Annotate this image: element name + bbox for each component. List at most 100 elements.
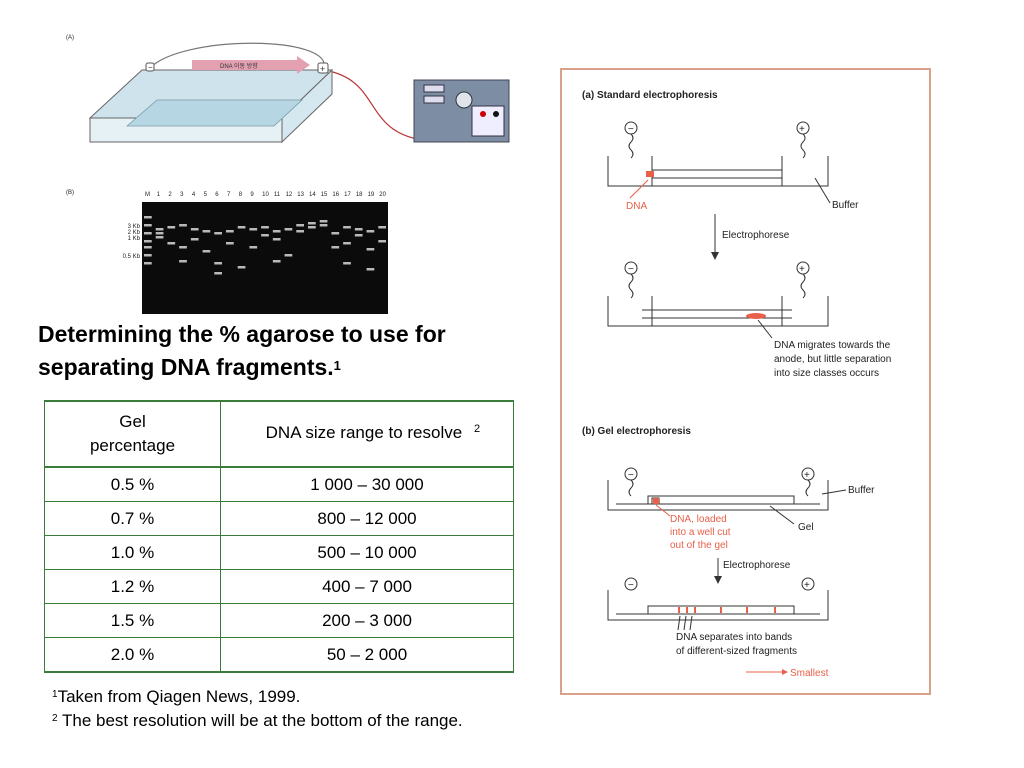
separated-bands: [678, 607, 776, 613]
gel-band: [237, 266, 246, 269]
gel-band: [144, 224, 152, 227]
gel-band: [226, 242, 234, 245]
title-standard: (a) Standard electrophoresis: [582, 90, 718, 101]
table-header-row: Gel percentage DNA size range to resolve…: [44, 400, 514, 468]
gel-band: [249, 246, 258, 249]
gel-band: [261, 234, 269, 237]
lane-label: 12: [285, 192, 293, 198]
dna-spot-start: [646, 171, 654, 177]
gel-band: [155, 228, 164, 231]
loaded-note-1: DNA, loaded: [670, 514, 727, 525]
gel-band: [190, 228, 199, 231]
gel-band: [272, 238, 281, 241]
gel-band: [179, 246, 187, 249]
footnote-2-sup: 2: [52, 713, 58, 724]
gel-band: [261, 226, 269, 229]
gel-band: [284, 228, 293, 231]
svg-text:−: −: [628, 580, 634, 591]
wire-a1-left: [628, 133, 634, 159]
gel-band: [354, 234, 363, 237]
diagram-border: [560, 68, 931, 695]
gel-band: [179, 260, 187, 263]
electrophorese-label-1: Electrophorese: [722, 230, 790, 241]
wire-a1-right: [800, 133, 806, 159]
gel-photo: [142, 202, 388, 314]
gel-apparatus-illustration: − + DNA 이동 방향: [88, 42, 510, 144]
gel-percentage-cell: 2.0 %: [44, 637, 221, 673]
gel-percentage-cell: 0.5 %: [44, 466, 221, 502]
gel-band: [202, 230, 211, 233]
footnote-1-text: Taken from Qiagen News, 1999.: [57, 687, 301, 706]
gel-band: [366, 248, 375, 251]
gel-label: Gel: [798, 522, 814, 533]
dna-leader: [629, 179, 649, 199]
gel-band: [296, 224, 304, 227]
footnote-2: 2 The best resolution will be at the bot…: [52, 709, 463, 733]
svg-text:+: +: [799, 264, 805, 275]
figure-a-label: (A): [66, 35, 74, 41]
table-row: 1.2 %400 – 7 000: [44, 569, 514, 604]
footnote-1: 1Taken from Qiagen News, 1999.: [52, 685, 463, 709]
gel-band: [167, 242, 176, 245]
lane-label: 3: [180, 192, 184, 198]
gel-band: [366, 230, 375, 233]
gel-band: [144, 216, 152, 219]
lane-label: 20: [379, 192, 386, 198]
gel-band: [378, 226, 386, 229]
gel-band: [226, 230, 234, 233]
buffer-label-b: Buffer: [848, 485, 875, 496]
size-range-cell: 800 – 12 000: [220, 501, 514, 536]
gel-setup-after: [607, 590, 829, 621]
loaded-note-3: out of the gel: [670, 540, 728, 551]
gel-band: [331, 246, 340, 249]
size-label: 3 Kb: [127, 224, 140, 230]
svg-text:+: +: [804, 580, 810, 591]
gel-percentage-cell: 0.7 %: [44, 501, 221, 536]
separates-note-2: of different-sized fragments: [676, 646, 797, 657]
lane-label: 19: [367, 192, 375, 198]
lane-label: 16: [332, 192, 340, 198]
gel-band: [343, 262, 351, 265]
gel-setup-before: [607, 480, 829, 511]
gel-band: [144, 240, 152, 243]
migrate-note-1: DNA migrates towards the: [774, 340, 891, 351]
gel-percentage-cell: 1.5 %: [44, 603, 221, 638]
standard-setup-after: [607, 296, 829, 327]
lane-label: M: [145, 192, 150, 198]
table-row: 0.7 %800 – 12 000: [44, 501, 514, 536]
plus-terminal: +: [320, 64, 325, 74]
dna-in-well: [653, 498, 659, 504]
size-range-cell: 1 000 – 30 000: [220, 466, 514, 502]
gel-band: [249, 228, 258, 231]
size-range-cell: 500 – 10 000: [220, 535, 514, 570]
lane-label: 8: [238, 192, 243, 198]
gel-band: [144, 232, 152, 235]
lane-label: 14: [309, 192, 316, 198]
lane-label: 5: [203, 192, 207, 198]
lane-label: 11: [273, 192, 281, 198]
dna-smear: [746, 313, 766, 319]
page-heading: Determining the % agarose to use for sep…: [38, 318, 508, 384]
gel-band: [272, 260, 281, 263]
footnote-1-sup: 1: [52, 689, 58, 700]
gel-band: [296, 230, 304, 233]
gel-band: [354, 228, 363, 231]
heading-text: Determining the % agarose to use for sep…: [38, 321, 446, 380]
size-range-cell: 200 – 3 000: [220, 603, 514, 638]
gel-band: [190, 238, 199, 241]
lane-label: 17: [344, 192, 351, 198]
gel-band: [272, 230, 281, 233]
lane-label: 9: [250, 192, 254, 198]
loaded-note-2: into a well cut: [670, 527, 731, 538]
header-gel-percentage: Gel percentage: [44, 400, 221, 468]
gel-band: [214, 262, 222, 265]
svg-text:−: −: [628, 264, 634, 275]
svg-text:+: +: [804, 470, 810, 481]
figure-a: (A) − + DNA 이동 방향: [62, 30, 522, 160]
dna-label: DNA: [626, 201, 647, 212]
gel-band: [343, 226, 351, 229]
